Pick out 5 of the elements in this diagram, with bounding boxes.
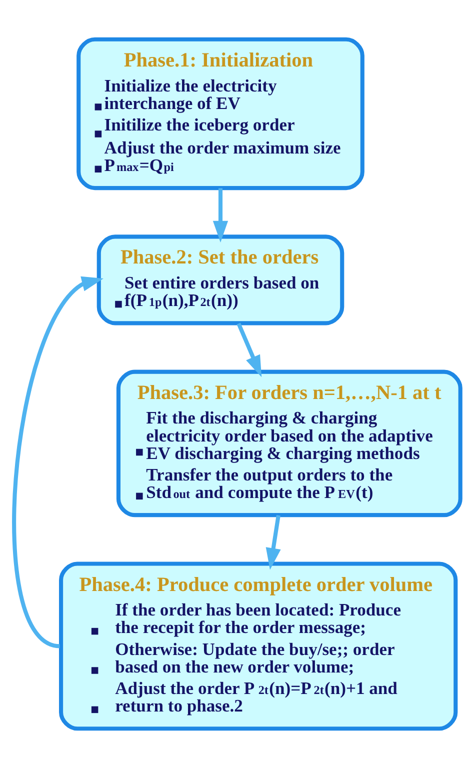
node-box: Phase.1: Initialization Initialize the electricity interchange of EV Initilize the iceberg order Adjust the order maximum size Pmax=Qpi — [76, 36, 364, 190]
arrow — [236, 322, 262, 377]
arrow — [266, 514, 281, 570]
node-box: Phase.2: Set the orders Set entire orders based on f(P1p(n),P2t(n)) — [96, 234, 344, 325]
arrow — [212, 188, 228, 242]
